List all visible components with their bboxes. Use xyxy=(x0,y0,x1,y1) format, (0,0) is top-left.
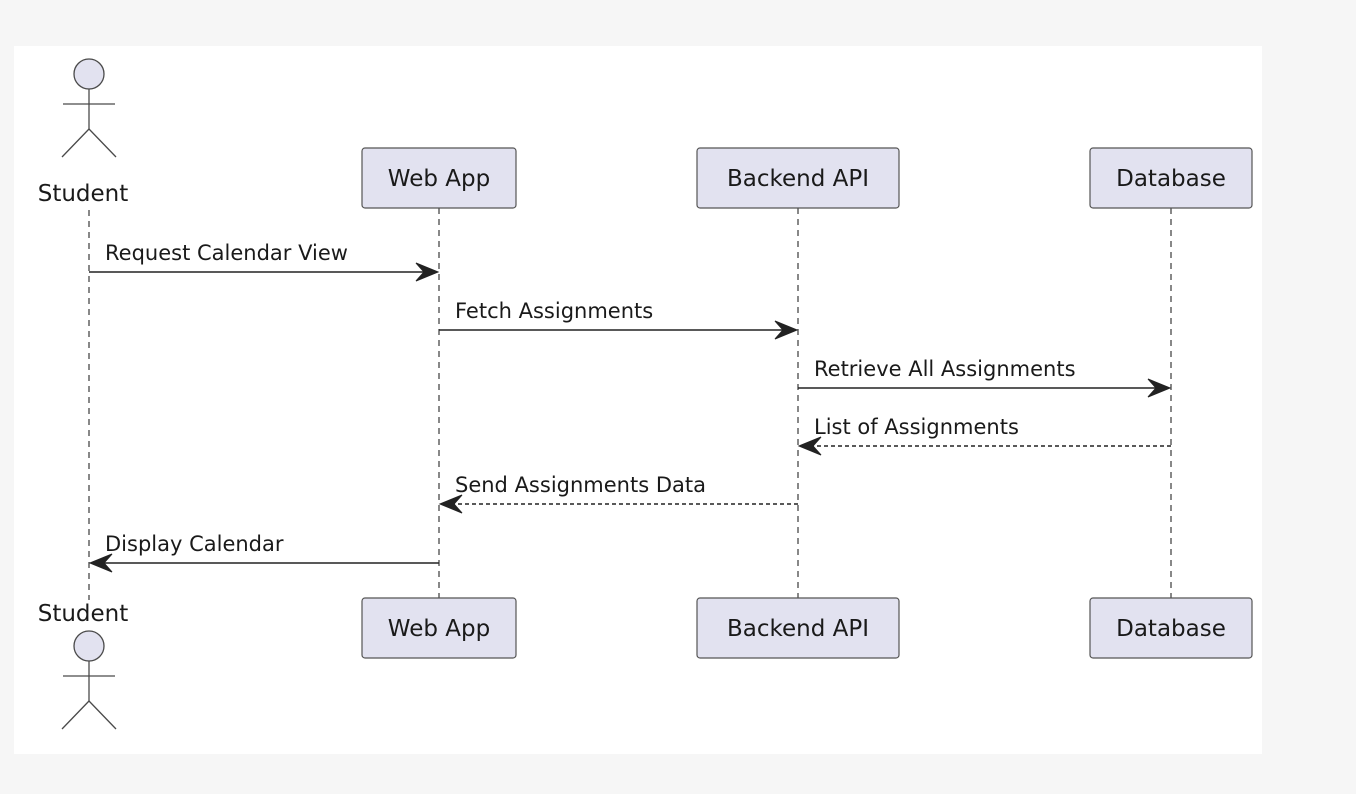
arrowhead-icon xyxy=(774,320,799,340)
message-6: Display Calendar xyxy=(88,532,439,573)
participant-box-webapp-bottom xyxy=(361,597,517,659)
message-label-1: Request Calendar View xyxy=(105,241,348,265)
participant-box-backend-top xyxy=(696,147,900,209)
message-label-3: Retrieve All Assignments xyxy=(814,357,1076,381)
participant-label-webapp-bottom: Web App xyxy=(388,616,490,642)
participant-box-webapp-top xyxy=(361,147,517,209)
message-1: Request Calendar View xyxy=(89,241,440,282)
participant-label-backend-bottom: Backend API xyxy=(727,616,869,642)
message-3: Retrieve All Assignments xyxy=(798,357,1172,398)
participant-box-database-bottom xyxy=(1089,597,1253,659)
message-label-2: Fetch Assignments xyxy=(455,299,653,323)
arrowhead-icon xyxy=(1147,378,1172,398)
arrowhead-icon xyxy=(415,262,440,282)
participant-label-database-top: Database xyxy=(1116,166,1226,192)
actor-label-student-top: Student xyxy=(38,181,129,207)
actor-icon-student-top xyxy=(61,58,117,158)
arrowhead-icon xyxy=(797,436,822,456)
participant-label-database-bottom: Database xyxy=(1116,616,1226,642)
arrowhead-icon xyxy=(438,494,463,514)
message-5: Send Assignments Data xyxy=(438,473,798,514)
message-label-6: Display Calendar xyxy=(105,532,284,556)
participant-label-backend-top: Backend API xyxy=(727,166,869,192)
participant-label-webapp-top: Web App xyxy=(388,166,490,192)
message-2: Fetch Assignments xyxy=(439,299,799,340)
participant-box-database-top xyxy=(1089,147,1253,209)
message-label-5: Send Assignments Data xyxy=(455,473,706,497)
participant-box-backend-bottom xyxy=(696,597,900,659)
message-4: List of Assignments xyxy=(797,415,1171,456)
actor-icon-student-bottom xyxy=(61,630,117,730)
arrowhead-icon xyxy=(88,553,113,573)
actor-label-student-bottom: Student xyxy=(38,601,129,627)
message-label-4: List of Assignments xyxy=(814,415,1019,439)
